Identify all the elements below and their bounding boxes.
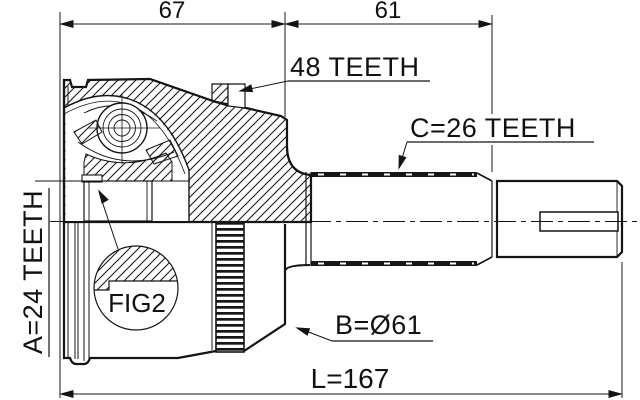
outer-race-bore-arc <box>63 94 190 221</box>
cage-section-left <box>73 119 103 145</box>
snap-ring-groove <box>81 174 103 183</box>
dim-67-label: 67 <box>159 0 186 24</box>
arrowhead <box>98 189 109 204</box>
shaft-tip-section <box>495 179 624 259</box>
leader-lines <box>59 19 623 399</box>
shaft-spline-section <box>305 172 498 266</box>
neck-fillet-top <box>286 145 312 176</box>
arrowhead <box>59 19 74 29</box>
fig2-label: FIG2 <box>108 288 166 318</box>
callout-underlines <box>48 80 594 357</box>
abs-tone-ring-teeth <box>215 221 245 353</box>
bearing-assembly <box>35 94 190 222</box>
arrowhead <box>608 389 623 399</box>
arrowhead <box>398 154 407 170</box>
drive-shaft <box>284 145 624 272</box>
callout-a24-teeth: A=24 TEETH <box>18 190 48 354</box>
arrowhead <box>59 389 74 399</box>
arrowhead <box>295 327 311 336</box>
arrowhead <box>284 19 299 29</box>
callout-b-diameter: B=Ø61 <box>335 310 422 340</box>
arrowhead <box>238 84 254 93</box>
abs-tone-ring-section <box>211 83 246 109</box>
callout-c26-teeth: C=26 TEETH <box>410 113 576 143</box>
fig2-detail-profile <box>94 280 178 291</box>
spline-bore <box>83 180 153 222</box>
bell-housing-external <box>62 86 287 366</box>
dim-overall-length-label: L=167 <box>311 363 390 394</box>
callout-48-teeth: 48 TEETH <box>290 52 420 82</box>
arrowhead <box>478 19 493 29</box>
dim-61-label: 61 <box>375 0 402 24</box>
bell-lower-right-outline <box>243 224 287 352</box>
arrowhead <box>271 19 286 29</box>
